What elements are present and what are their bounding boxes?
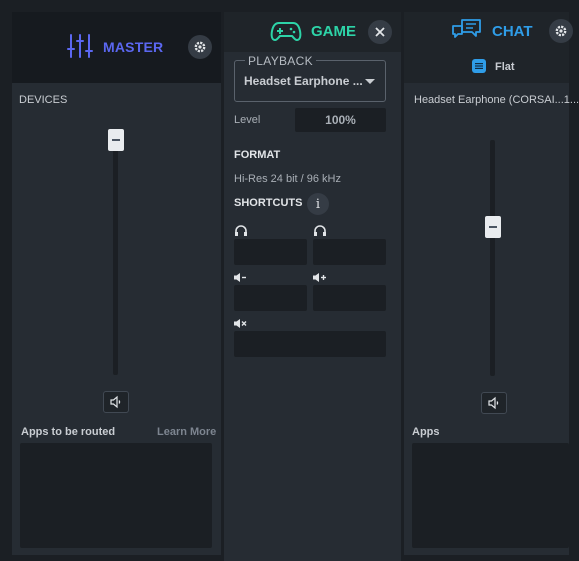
chat-eq-bar [404, 50, 569, 83]
chevron-down-icon [365, 79, 375, 84]
devices-label: DEVICES [19, 94, 68, 106]
chat-bubbles-icon [452, 19, 481, 38]
gear-icon [555, 25, 567, 37]
playback-legend: PLAYBACK [245, 54, 316, 68]
speaker-icon [488, 396, 499, 410]
chat-settings-button[interactable] [549, 19, 573, 43]
master-apps-drop-zone[interactable] [20, 443, 212, 548]
master-mute-button[interactable] [103, 391, 129, 413]
volume-down-icon [234, 273, 246, 282]
chat-title: CHAT [492, 23, 533, 40]
volume-up-icon [313, 273, 326, 282]
chat-device-bar [404, 83, 569, 115]
mixer-sliders-icon [67, 34, 93, 58]
close-icon [375, 27, 385, 37]
shortcut-headphones-2-field[interactable] [313, 239, 386, 265]
level-value[interactable]: 100% [295, 108, 386, 132]
playback-device-value: Headset Earphone ... [244, 74, 363, 88]
gear-icon [194, 41, 206, 53]
chat-apps-label: Apps [412, 426, 440, 438]
speaker-icon [110, 395, 121, 409]
chat-volume-knob[interactable] [485, 216, 501, 238]
eq-preset-label[interactable]: Flat [495, 61, 515, 73]
close-button[interactable] [368, 20, 392, 44]
mute-icon [234, 319, 247, 328]
master-volume-track[interactable] [113, 130, 118, 375]
master-volume-knob[interactable] [108, 129, 124, 151]
format-title: FORMAT [234, 149, 281, 161]
devices-bar [12, 83, 221, 115]
shortcuts-title: SHORTCUTS [234, 197, 303, 209]
learn-more-link[interactable]: Learn More [157, 426, 217, 438]
chat-device-label[interactable]: Headset Earphone (CORSAI...1... [414, 94, 579, 106]
shortcut-volume-down-field[interactable] [234, 285, 307, 311]
master-header [12, 12, 221, 83]
shortcuts-info-button[interactable]: i [307, 193, 329, 215]
chat-header [404, 12, 569, 50]
level-label: Level [234, 114, 261, 126]
eq-preset-icon[interactable] [472, 59, 486, 73]
game-title: GAME [311, 23, 356, 40]
format-value: Hi-Res 24 bit / 96 kHz [234, 173, 341, 185]
shortcut-mute-field[interactable] [234, 331, 386, 357]
shortcut-volume-up-field[interactable] [313, 285, 386, 311]
eq-lines-icon [475, 63, 483, 69]
master-title: MASTER [103, 39, 164, 55]
master-settings-button[interactable] [188, 35, 212, 59]
headphones-icon [235, 225, 247, 236]
apps-to-route-label: Apps to be routed [21, 426, 116, 438]
shortcut-headphones-1-field[interactable] [234, 239, 307, 265]
headphones-icon [314, 225, 326, 236]
gamepad-icon [270, 22, 302, 42]
chat-mute-button[interactable] [481, 392, 507, 414]
chat-apps-drop-zone[interactable] [412, 443, 569, 548]
chat-volume-track[interactable] [490, 140, 495, 376]
